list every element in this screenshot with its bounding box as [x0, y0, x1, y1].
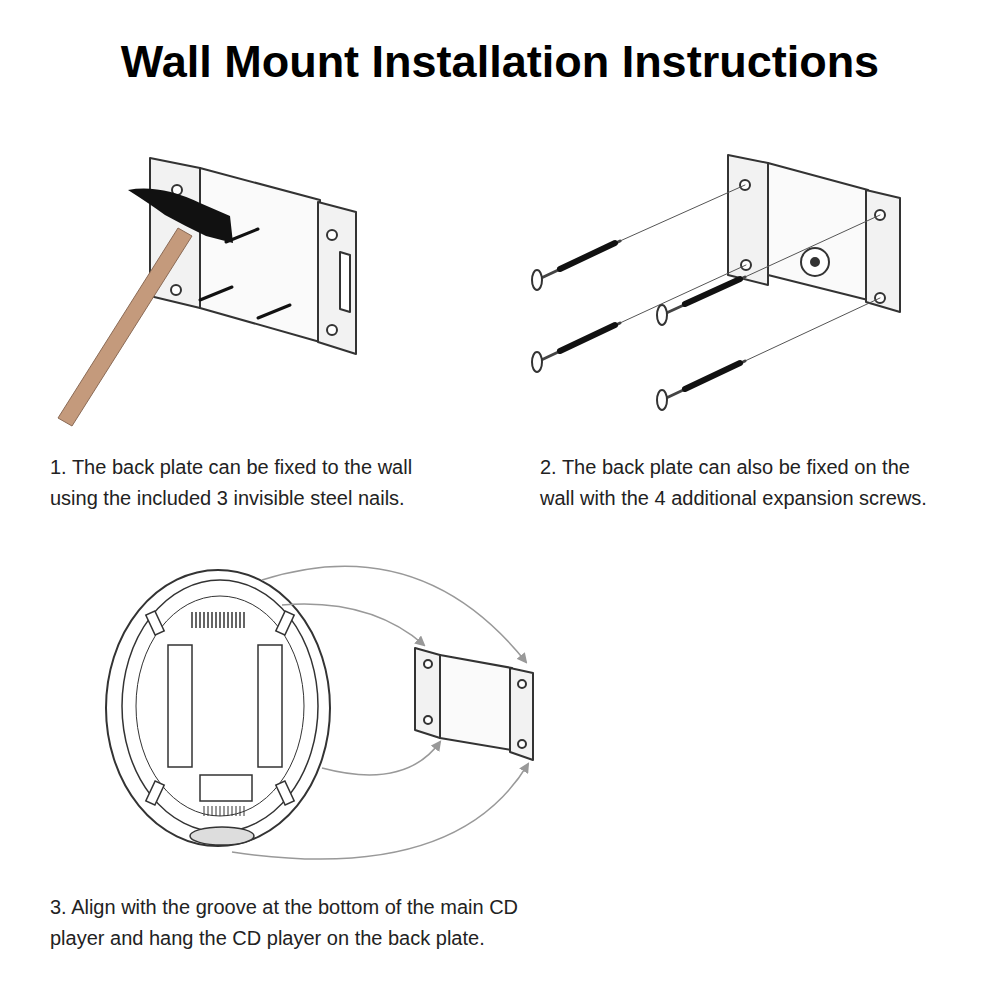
screw-shaft [662, 277, 745, 315]
screw-thread [685, 363, 740, 389]
player-rim [136, 596, 304, 816]
back-plate [150, 158, 356, 354]
plate-flange [510, 668, 533, 760]
screw-head [532, 270, 542, 290]
port-panel [200, 775, 252, 801]
screw-shaft [537, 323, 620, 362]
plate-hole [327, 230, 337, 240]
player-shell [106, 570, 330, 846]
plate-face [440, 655, 512, 750]
nail [258, 305, 290, 318]
expansion-screws [532, 185, 880, 410]
diagram-title: Wall Mount Installation Instructions [0, 34, 1000, 90]
instruction-text: 1. The back plate can be fixed to the wa… [50, 452, 450, 514]
screw-head [657, 305, 667, 325]
guide-line [620, 265, 746, 323]
screw-thread [560, 243, 615, 269]
cd-player-back [106, 570, 330, 846]
instruction-text: 2. The back plate can also be fixed on t… [540, 452, 945, 514]
plate-hole [424, 660, 432, 668]
screw-shaft [662, 361, 745, 400]
guide-line [745, 215, 880, 277]
plate-flange [728, 155, 768, 285]
screw-shaft [537, 241, 620, 280]
steel-nails [200, 229, 290, 318]
plate-hole [171, 285, 181, 295]
instruction-text: 3. Align with the groove at the bottom o… [50, 892, 550, 954]
plate-hole [424, 716, 432, 724]
plate-hole [518, 680, 526, 688]
screw-thread [560, 325, 615, 351]
hammer-handle [58, 228, 192, 426]
plate-washer [801, 248, 829, 276]
guide-line [620, 185, 745, 241]
nail [200, 287, 232, 300]
plate-washer [811, 258, 819, 266]
mount-groove [168, 645, 192, 767]
alignment-arrows [232, 566, 528, 859]
hammer [58, 189, 233, 426]
plate-hole [327, 325, 337, 335]
plate-face [768, 163, 868, 300]
screw-thread [685, 279, 740, 304]
player-foot [190, 827, 254, 845]
screw-head [657, 390, 667, 410]
back-plate [728, 155, 900, 312]
plate-slot [340, 252, 350, 312]
player-rim [122, 580, 318, 832]
plate-flange [866, 190, 900, 312]
plate-flange [318, 202, 356, 354]
player-tab [146, 781, 164, 805]
plate-hole [518, 740, 526, 748]
guide-arrow [262, 566, 526, 662]
screw-head [532, 352, 542, 372]
guide-arrow [282, 604, 424, 645]
back-plate [415, 648, 533, 760]
vent-lines [204, 806, 244, 816]
hammer-head [128, 189, 233, 243]
mount-groove [258, 645, 282, 767]
player-tab [276, 781, 294, 805]
guide-arrow [322, 742, 440, 775]
guide-arrow [232, 764, 528, 859]
plate-flange [415, 648, 440, 738]
guide-line [745, 298, 880, 361]
player-tab [276, 611, 294, 635]
speaker-grille [192, 612, 244, 628]
player-tab [146, 611, 164, 635]
plate-face [200, 168, 320, 342]
